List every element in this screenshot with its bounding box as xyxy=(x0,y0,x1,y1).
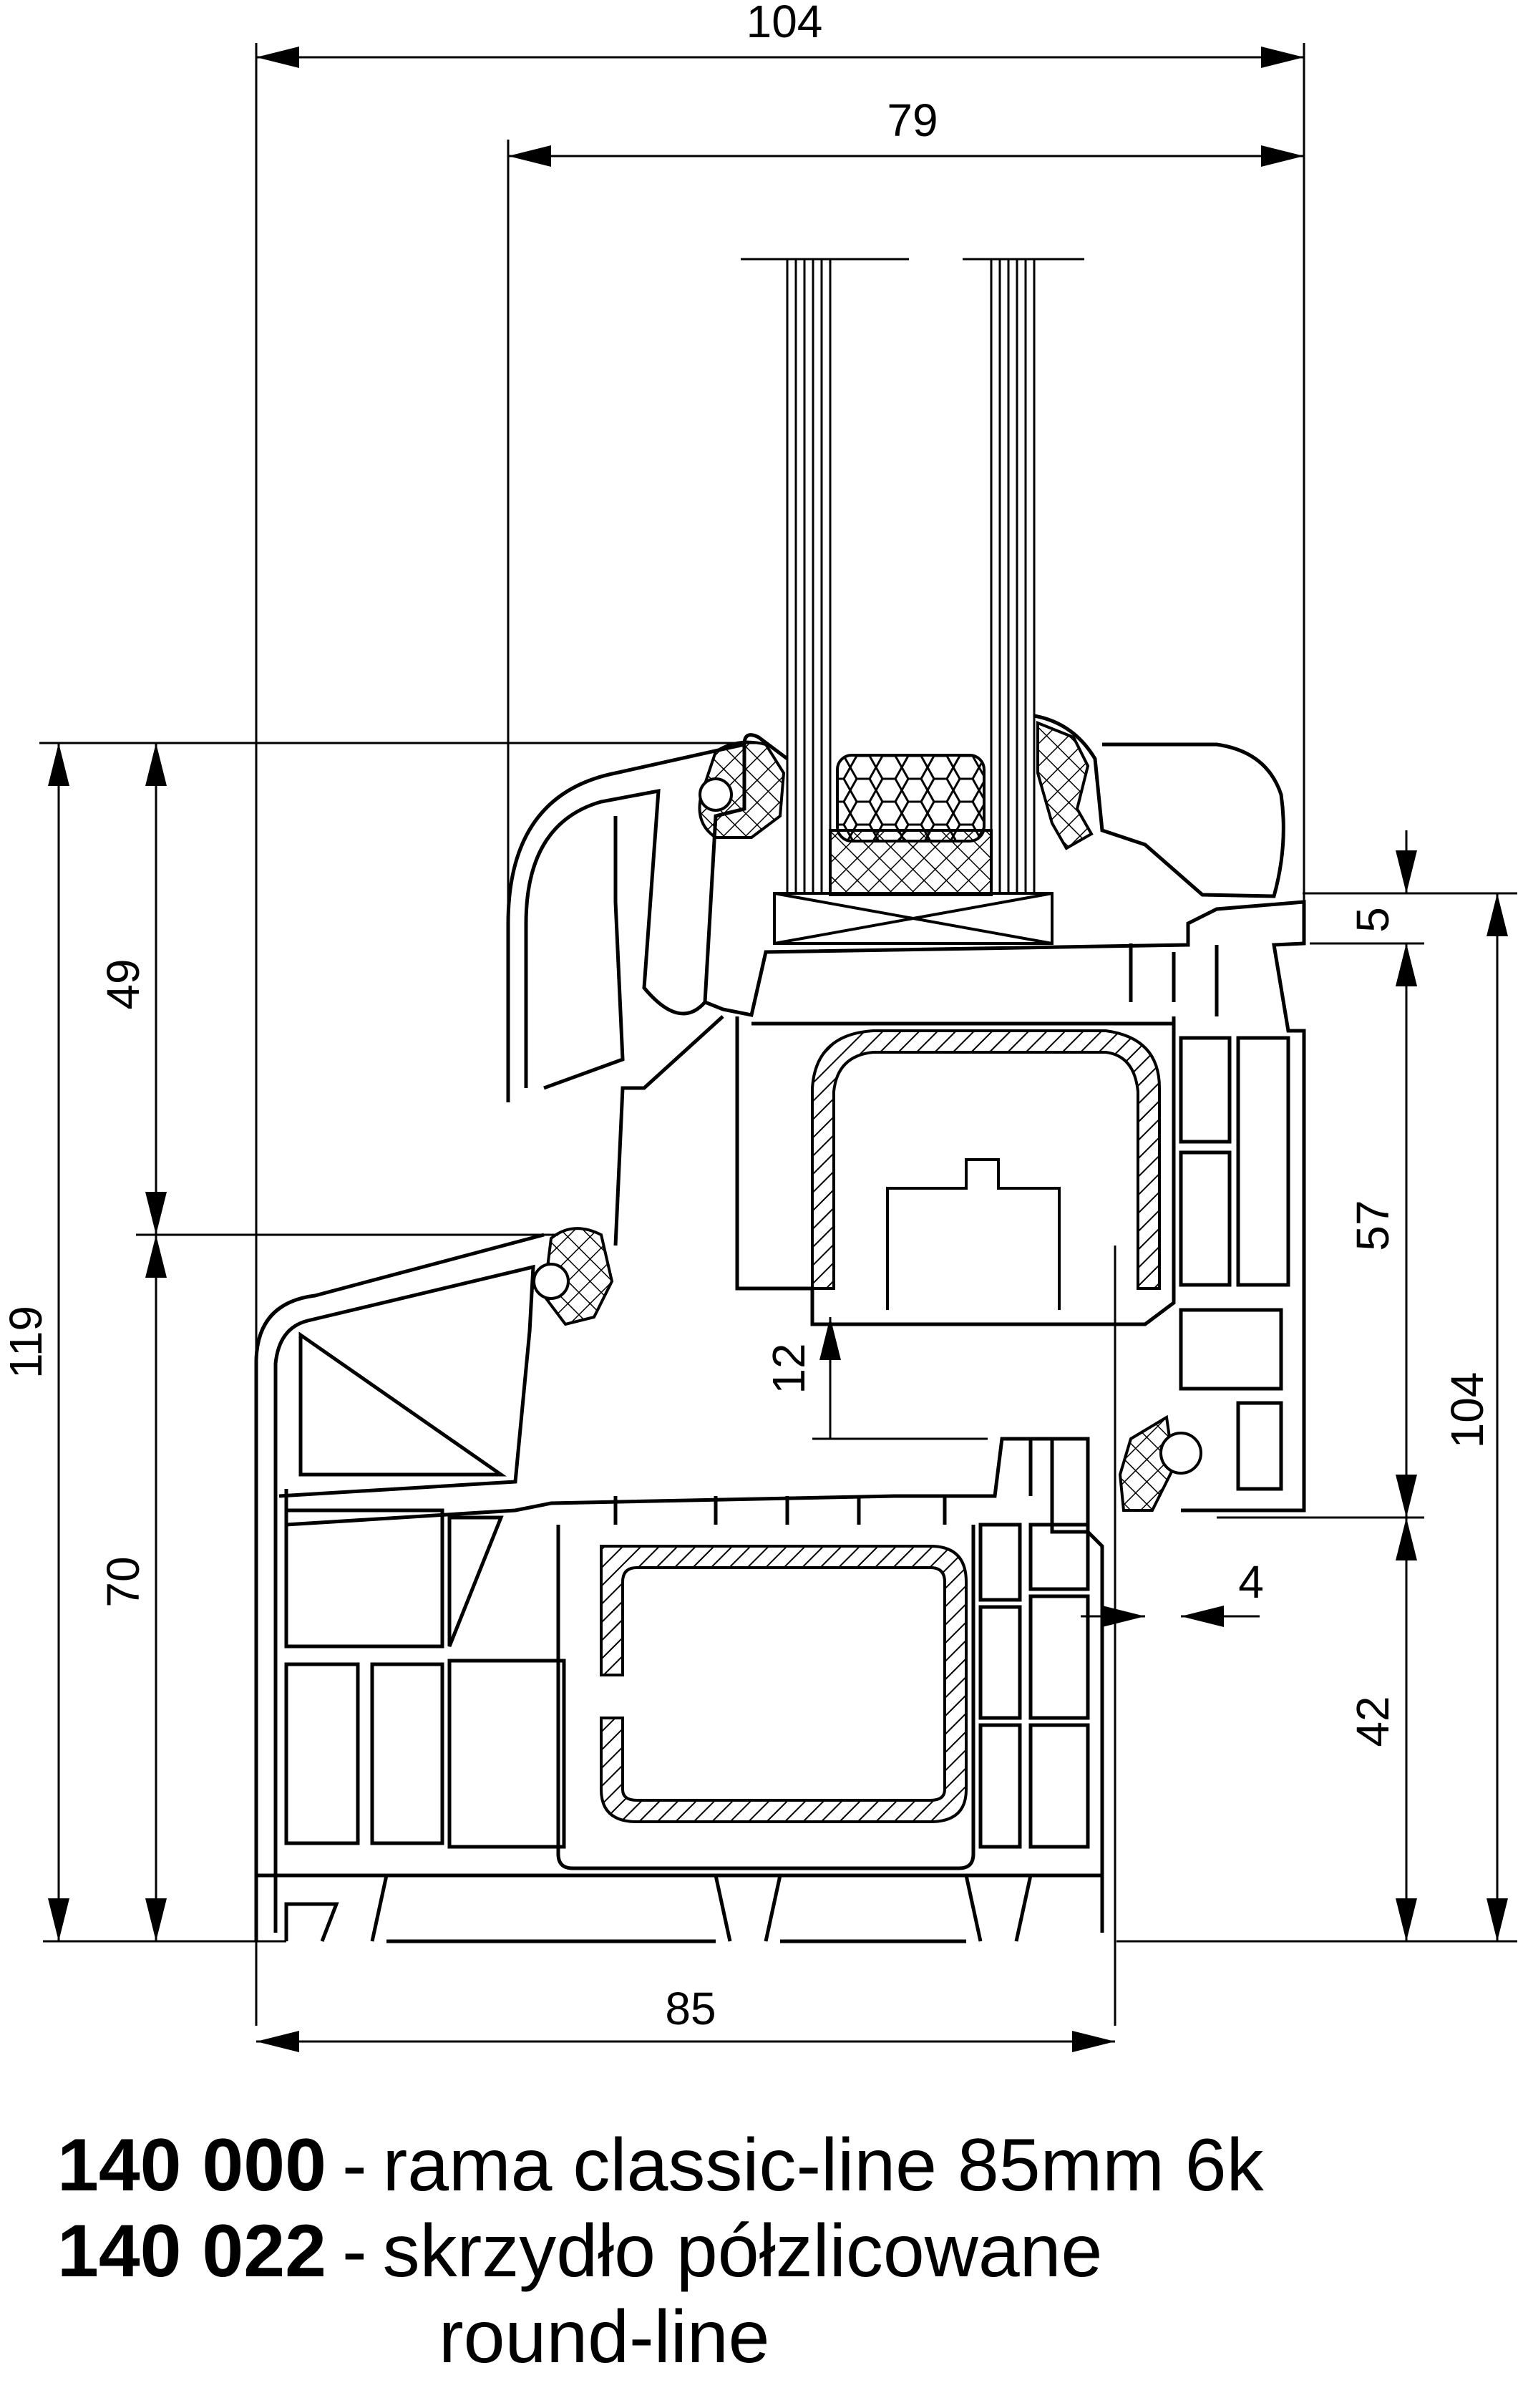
glazing-block xyxy=(773,892,1054,945)
sash-gaskets xyxy=(532,721,1202,1512)
legend-separator: - xyxy=(341,2210,367,2293)
sash-reinforcement xyxy=(811,1029,1161,1310)
dim-79: 79 xyxy=(887,94,938,146)
dim-104-right: 104 xyxy=(1441,1372,1493,1449)
profile-code: 140 022 xyxy=(57,2210,326,2293)
dim-104-top: 104 xyxy=(746,0,823,47)
glazing-panes xyxy=(741,258,1084,895)
dim-119: 119 xyxy=(0,1306,52,1379)
profile-description-continuation: round-line xyxy=(439,2296,770,2379)
dim-12: 12 xyxy=(763,1343,814,1394)
dimension-lines xyxy=(39,43,1517,2052)
sash-profile xyxy=(506,714,1306,1513)
frame-reinforcement xyxy=(600,1545,968,1823)
dim-57: 57 xyxy=(1347,1200,1398,1251)
dim-5: 5 xyxy=(1347,907,1398,933)
dim-70: 70 xyxy=(97,1556,149,1607)
dim-49: 49 xyxy=(97,958,149,1009)
dim-85: 85 xyxy=(665,1983,716,2034)
profile-legend: 140 000-rama classic-line 85mm 6k 140 02… xyxy=(57,2122,1489,2380)
profile-description: rama classic-line 85mm 6k xyxy=(382,2124,1264,2207)
legend-row-continuation: round-line xyxy=(57,2294,1489,2380)
profile-description: skrzydło półzlicowane xyxy=(382,2210,1103,2293)
frame-profile xyxy=(254,1233,1104,1943)
legend-row-frame: 140 000-rama classic-line 85mm 6k xyxy=(57,2122,1489,2208)
dim-42: 42 xyxy=(1347,1696,1398,1747)
profile-code: 140 000 xyxy=(57,2124,326,2207)
glass-spacer xyxy=(829,754,993,896)
legend-row-sash: 140 022-skrzydło półzlicowane xyxy=(57,2208,1489,2294)
legend-separator: - xyxy=(341,2124,367,2207)
dimension-labels: 104 79 85 119 49 70 5 57 104 12 4 42 xyxy=(0,0,1493,2034)
dim-4: 4 xyxy=(1238,1556,1264,1608)
